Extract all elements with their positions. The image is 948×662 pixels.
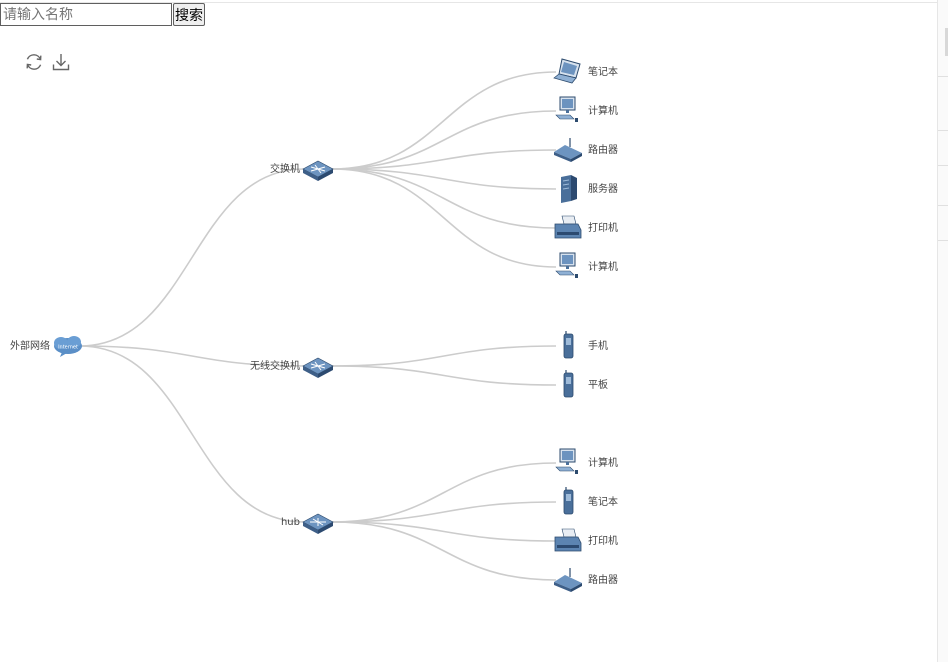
- node-label: 打印机: [588, 221, 618, 234]
- node-label: hub: [281, 517, 300, 528]
- link-edge: [331, 521, 557, 581]
- link-edge: [331, 110, 557, 170]
- refresh-icon: [26, 54, 42, 70]
- svg-text:Internet: Internet: [58, 345, 78, 351]
- laptop-icon[interactable]: [553, 58, 581, 84]
- node-label: 笔记本: [588, 495, 618, 508]
- node-label: 手机: [588, 339, 608, 352]
- refresh-button[interactable]: [24, 52, 44, 72]
- switch-icon[interactable]: [302, 357, 334, 378]
- phone-icon[interactable]: [563, 370, 574, 398]
- node-label: 服务器: [588, 182, 618, 195]
- internet-cloud-icon[interactable]: Internet: [54, 336, 82, 357]
- node-label: 计算机: [588, 260, 618, 273]
- hub-icon[interactable]: [302, 513, 334, 534]
- router-icon[interactable]: [554, 138, 582, 162]
- top-divider: [0, 2, 948, 3]
- computer-icon[interactable]: [555, 448, 578, 474]
- link-edge: [331, 71, 557, 170]
- printer-icon[interactable]: [554, 215, 582, 239]
- node-label: 计算机: [588, 104, 618, 117]
- node-label: 路由器: [588, 143, 618, 156]
- computer-icon[interactable]: [555, 96, 578, 122]
- search-input[interactable]: [0, 3, 172, 26]
- node-label: 计算机: [588, 456, 618, 469]
- download-icon: [52, 54, 70, 71]
- computer-icon[interactable]: [555, 252, 578, 278]
- switch-icon[interactable]: [302, 160, 334, 181]
- node-label: 交换机: [270, 162, 300, 175]
- link-edge: [79, 345, 305, 367]
- router-icon[interactable]: [554, 568, 582, 592]
- node-label: 路由器: [588, 573, 618, 586]
- link-edge: [331, 365, 557, 386]
- phone-icon[interactable]: [563, 331, 574, 359]
- scrollbar-thumb[interactable]: [945, 28, 948, 56]
- right-panel-edge: [937, 0, 948, 662]
- node-label: 外部网络: [10, 339, 50, 352]
- link-edge: [331, 149, 557, 170]
- link-edge: [331, 462, 557, 523]
- node-label: 笔记本: [588, 65, 618, 78]
- node-label: 打印机: [588, 534, 618, 547]
- link-edge: [331, 501, 557, 523]
- node-label: 平板: [588, 378, 608, 391]
- link-edge: [331, 168, 557, 190]
- link-edge: [79, 168, 305, 347]
- link-edge: [331, 168, 557, 268]
- link-edge: [331, 168, 557, 229]
- node-label: 无线交换机: [250, 359, 300, 372]
- server-icon[interactable]: [561, 175, 577, 203]
- link-edge: [331, 345, 557, 367]
- search-button[interactable]: 搜索: [173, 3, 205, 26]
- phone-icon[interactable]: [563, 487, 574, 515]
- printer-icon[interactable]: [554, 528, 582, 552]
- download-button[interactable]: [51, 52, 71, 72]
- link-edge: [331, 521, 557, 542]
- link-edge: [79, 345, 305, 523]
